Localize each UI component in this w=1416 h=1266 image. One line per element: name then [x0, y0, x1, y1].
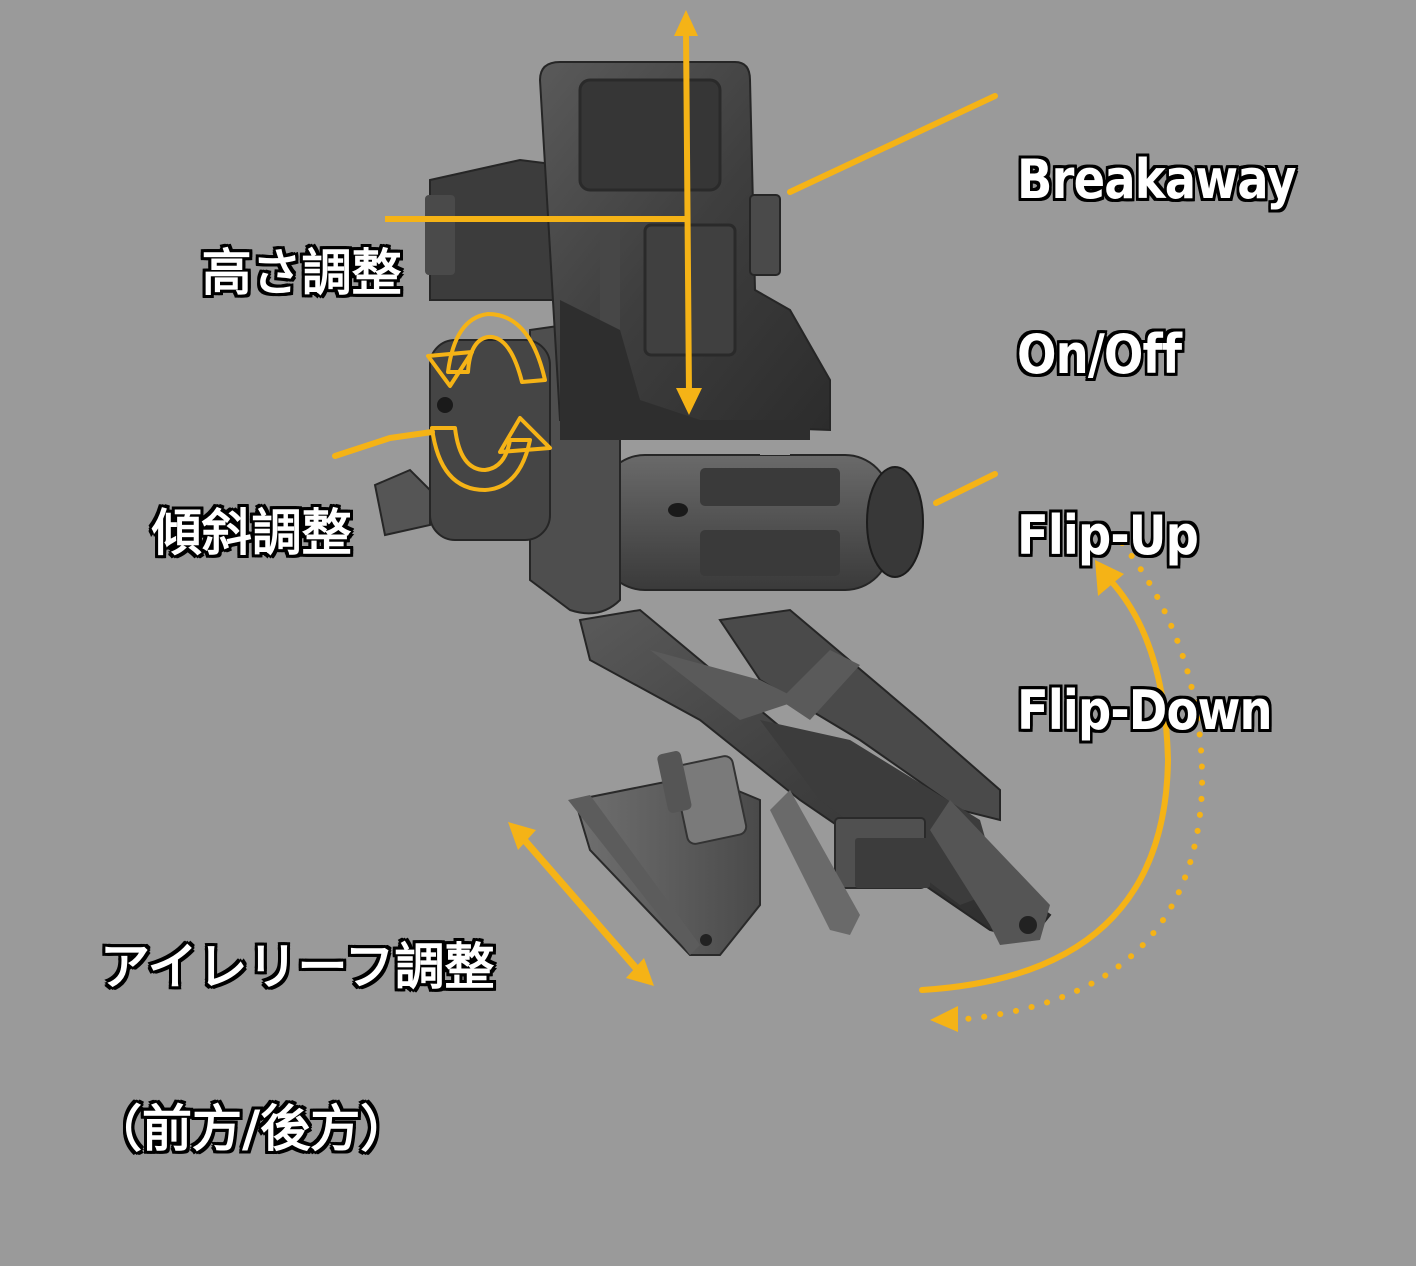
label-tilt-adjust: 傾斜調整 [82, 452, 352, 614]
label-breakaway-line2: On/Off [1017, 322, 1182, 386]
diagram-canvas: 高さ調整 傾斜調整 アイレリーフ調整 （前方/後方） Breakaway On/… [82, 10, 1297, 1156]
label-eye-relief-adjust: アイレリーフ調整 （前方/後方） [92, 832, 495, 1264]
label-height-adjust-text: 高さ調整 [201, 244, 402, 302]
label-flip-line1: Flip-Up [1017, 503, 1199, 567]
flip-leader-line [933, 471, 998, 506]
label-breakaway-line1: Breakaway [1017, 147, 1297, 211]
flip-pivot [599, 454, 924, 591]
mount-illustration [332, 10, 1206, 1032]
lower-arm [568, 608, 1052, 956]
annotations [332, 10, 1206, 1032]
eye-relief-arrow-icon [508, 822, 654, 986]
label-flip-line2: Flip-Down [1017, 678, 1273, 742]
height-adjust-arrow-icon [385, 10, 702, 415]
flip-arc-arrows-icon [919, 540, 1206, 1032]
tilt-leader-line [332, 429, 435, 459]
rotate-icon [426, 312, 552, 492]
label-flip-up-down: Flip-Up Flip-Down [1017, 390, 1273, 857]
label-eye-relief-line2: （前方/後方） [92, 1100, 411, 1158]
label-tilt-adjust-text: 傾斜調整 [151, 504, 352, 562]
breakaway-leader-line [787, 93, 998, 195]
label-height-adjust: 高さ調整 [132, 192, 402, 354]
label-breakaway: Breakaway On/Off [1017, 34, 1297, 501]
label-eye-relief-line1: アイレリーフ調整 [100, 938, 495, 996]
